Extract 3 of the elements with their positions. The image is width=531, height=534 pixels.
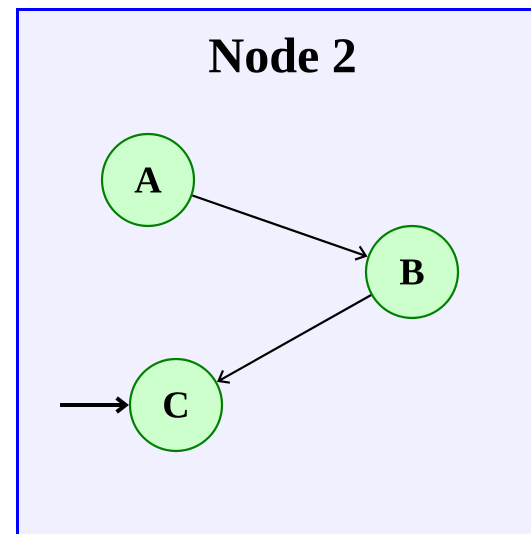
arrow [60, 396, 129, 414]
arrow [217, 294, 372, 384]
arrow [192, 194, 368, 261]
